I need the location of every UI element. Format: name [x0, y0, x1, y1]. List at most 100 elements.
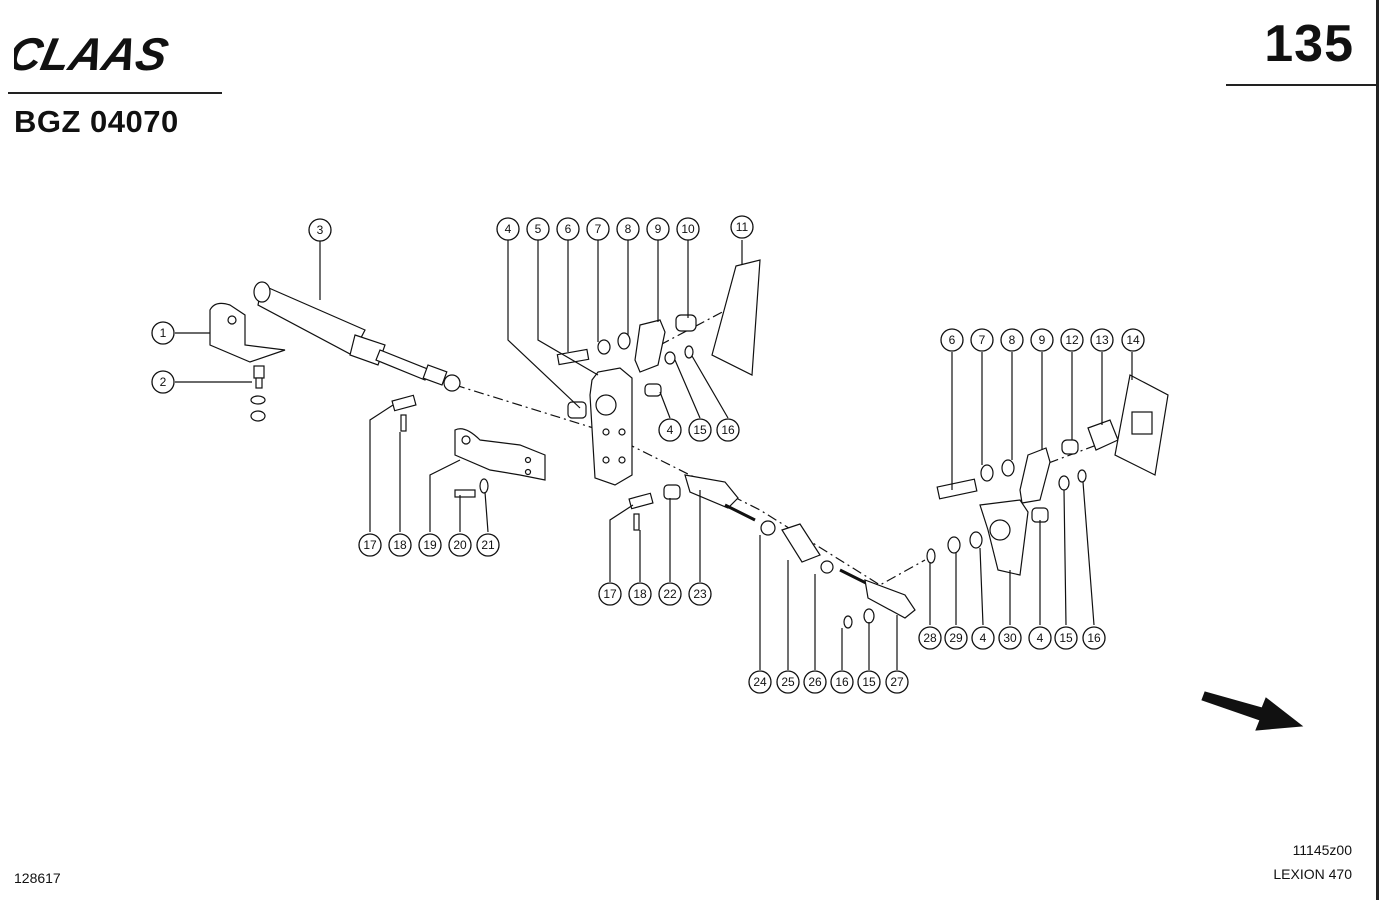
hydraulic-cylinder-part	[253, 281, 461, 392]
callout-circle	[358, 533, 382, 557]
callout-10: 10	[676, 217, 700, 241]
callout-18: 18	[628, 582, 652, 606]
bushing-part-4a	[644, 383, 662, 397]
washer-part-15c	[1058, 475, 1070, 491]
clip-part-28	[926, 548, 936, 564]
callout-label: 13	[1095, 333, 1109, 347]
callout-6: 6	[556, 217, 580, 241]
clevis-part-27	[864, 579, 916, 619]
callout-circle	[586, 217, 610, 241]
page-border-right	[1376, 0, 1379, 900]
bolt-part-6	[556, 348, 590, 366]
bushing-part-22	[663, 484, 681, 500]
callout-label: 3	[317, 223, 324, 237]
callout-circle	[658, 418, 682, 442]
callout-14: 14	[1121, 328, 1145, 352]
model-name: LEXION 470	[1273, 866, 1352, 882]
callout-circle	[476, 533, 500, 557]
callout-circle	[496, 217, 520, 241]
callout-8: 8	[616, 217, 640, 241]
callout-28: 28	[918, 626, 942, 650]
callout-label: 16	[1087, 631, 1101, 645]
callout-circle	[830, 670, 854, 694]
group-code: BGZ 04070	[14, 104, 179, 139]
header-rule-right	[1226, 84, 1376, 86]
threaded-rod-23	[724, 503, 756, 522]
tube-part-25	[781, 523, 821, 563]
callout-15: 15	[857, 670, 881, 694]
callout-label: 15	[1059, 631, 1073, 645]
callout-label: 26	[808, 675, 822, 689]
callout-circle	[658, 582, 682, 606]
callout-17: 17	[598, 582, 622, 606]
callout-12: 12	[1060, 328, 1084, 352]
callout-label: 20	[453, 538, 467, 552]
callout-label: 14	[1126, 333, 1140, 347]
callout-21: 21	[476, 533, 500, 557]
callout-label: 18	[393, 538, 407, 552]
callout-25: 25	[776, 670, 800, 694]
callout-label: 4	[667, 423, 674, 437]
washer-part-7	[597, 339, 611, 355]
callout-17: 17	[358, 533, 382, 557]
callout-circle	[1000, 328, 1024, 352]
callout-label: 4	[1037, 631, 1044, 645]
washer-part-8b	[1001, 459, 1015, 477]
pin-part	[391, 394, 417, 412]
callout-7: 7	[970, 328, 994, 352]
callout-11: 11	[730, 215, 754, 239]
assembly-axis-line	[454, 384, 926, 586]
callout-circle	[1082, 626, 1106, 650]
callout-circle	[526, 217, 550, 241]
callout-label: 19	[423, 538, 437, 552]
callout-9: 9	[1030, 328, 1054, 352]
callout-27: 27	[885, 670, 909, 694]
callout-5: 5	[526, 217, 550, 241]
figure-code: 11145z00	[1292, 842, 1352, 858]
callout-circle	[970, 328, 994, 352]
callout-circle	[1121, 328, 1145, 352]
lever-bore-30	[989, 519, 1011, 541]
callout-circle	[857, 670, 881, 694]
callout-label: 10	[681, 222, 695, 236]
callout-19: 19	[418, 533, 442, 557]
callout-8: 8	[1000, 328, 1024, 352]
callout-label: 25	[781, 675, 795, 689]
callout-label: 30	[1003, 631, 1017, 645]
mounting-bracket-part	[454, 428, 546, 481]
callout-label: 24	[753, 675, 767, 689]
claas-logo: CLAAS	[14, 30, 173, 80]
roll-pin-part	[400, 414, 407, 432]
callout-4: 4	[496, 217, 520, 241]
callout-3: 3	[308, 218, 332, 242]
callout-circle	[748, 670, 772, 694]
callout-circle	[918, 626, 942, 650]
callout-16: 16	[1082, 626, 1106, 650]
callout-label: 11	[736, 220, 749, 234]
claas-logo-text: CLAAS	[14, 30, 173, 80]
nut-part-24	[760, 520, 776, 536]
callout-label: 6	[565, 222, 572, 236]
callout-circle	[628, 582, 652, 606]
link-plate-part	[634, 319, 666, 373]
bolt-part-6b	[936, 478, 978, 500]
callout-label: 16	[835, 675, 849, 689]
callout-label: 29	[949, 631, 963, 645]
callout-30: 30	[998, 626, 1022, 650]
callout-circle	[688, 418, 712, 442]
callout-label: 22	[663, 587, 677, 601]
pin-part-17b	[628, 492, 654, 510]
bushing-part	[567, 401, 587, 419]
callout-circle	[1090, 328, 1114, 352]
clevis-part-23	[684, 474, 739, 509]
callout-label: 12	[1065, 333, 1079, 347]
direction-arrow-icon	[1201, 691, 1304, 731]
clip-part-16c	[1077, 469, 1087, 483]
callout-18: 18	[388, 533, 412, 557]
callout-label: 4	[980, 631, 987, 645]
callout-label: 7	[979, 333, 986, 347]
callout-circle	[688, 582, 712, 606]
callout-label: 6	[949, 333, 956, 347]
drawing-id: 128617	[14, 870, 61, 886]
